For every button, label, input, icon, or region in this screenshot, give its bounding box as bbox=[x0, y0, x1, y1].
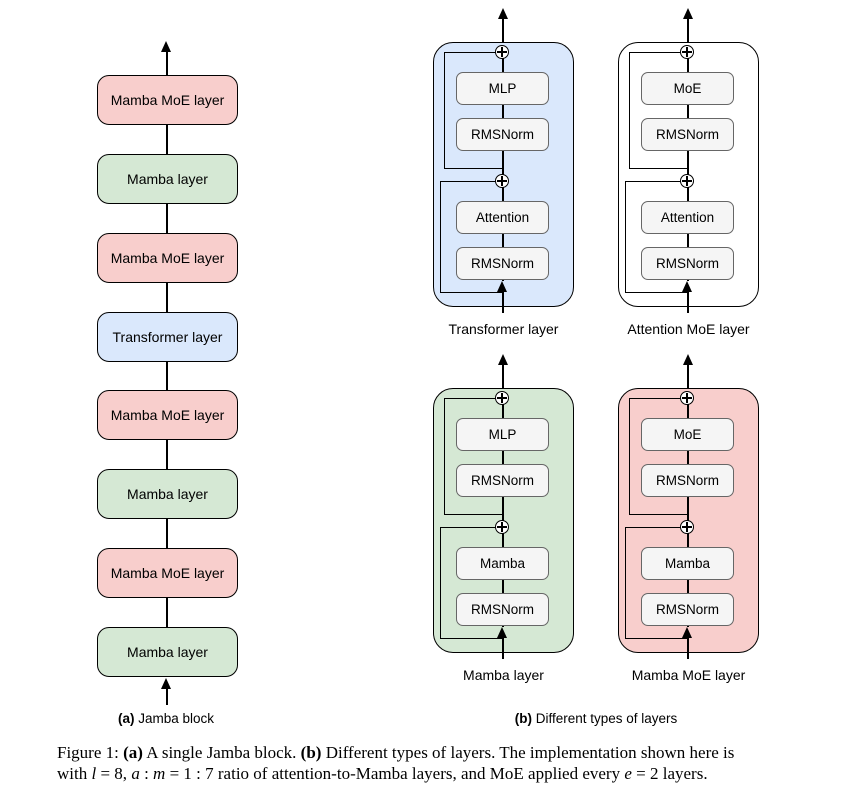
input-arrow-icon bbox=[497, 627, 507, 638]
layer-container: MLP RMSNorm Attention RMSNorm bbox=[433, 42, 574, 313]
residual-skip-line bbox=[625, 527, 688, 639]
circle-plus-icon bbox=[680, 45, 694, 59]
rmsnorm-block: RMSNorm bbox=[641, 593, 734, 626]
diagram-label: Mamba layer bbox=[463, 667, 544, 683]
residual-skip-line bbox=[629, 398, 688, 515]
flow-line bbox=[502, 57, 504, 281]
stack-layer-box: Mamba MoE layer bbox=[97, 233, 238, 283]
input-flow-line bbox=[166, 688, 168, 705]
circle-plus-icon bbox=[680, 174, 694, 188]
input-arrow-icon bbox=[161, 678, 171, 689]
output-flow-line bbox=[502, 363, 504, 394]
ffn-block: MoE bbox=[641, 72, 734, 105]
input-arrow-icon bbox=[682, 281, 692, 292]
layer-container: MLP RMSNorm Mamba RMSNorm bbox=[433, 388, 574, 659]
layer-diagram-mamba: MLP RMSNorm Mamba RMSNorm Mamba layer bbox=[433, 354, 574, 687]
output-flow-line bbox=[687, 17, 689, 48]
mixer-block: Attention bbox=[641, 201, 734, 234]
input-flow-line bbox=[687, 633, 689, 659]
diagram-label: Transformer layer bbox=[448, 321, 559, 337]
input-flow-line bbox=[687, 287, 689, 313]
rmsnorm-block: RMSNorm bbox=[456, 118, 549, 151]
stack-layer-box: Mamba MoE layer bbox=[97, 390, 238, 440]
input-arrow-icon bbox=[497, 281, 507, 292]
layer-diagram-transformer: MLP RMSNorm Attention RMSNorm Transforme… bbox=[433, 8, 574, 341]
output-flow-line bbox=[502, 17, 504, 48]
circle-plus-icon bbox=[495, 174, 509, 188]
rmsnorm-block: RMSNorm bbox=[456, 593, 549, 626]
layer-diagram-attention-moe: MoE RMSNorm Attention RMSNorm Attention … bbox=[618, 8, 759, 341]
stack-layer-box: Mamba MoE layer bbox=[97, 75, 238, 125]
stack-layer-box: Mamba layer bbox=[97, 154, 238, 204]
input-arrow-icon bbox=[682, 627, 692, 638]
output-flow-line bbox=[687, 363, 689, 394]
output-arrow-icon bbox=[498, 354, 508, 365]
flow-line bbox=[502, 403, 504, 627]
figure-caption-line: Figure 1: (a) A single Jamba block. (b) … bbox=[57, 743, 735, 762]
circle-plus-icon bbox=[495, 45, 509, 59]
circle-plus-icon bbox=[495, 520, 509, 534]
output-arrow-icon bbox=[683, 8, 693, 19]
panel-b-caption: (b) Different types of layers bbox=[514, 711, 678, 726]
ffn-block: MoE bbox=[641, 418, 734, 451]
circle-plus-icon bbox=[680, 520, 694, 534]
stack-layer-box: Mamba layer bbox=[97, 627, 238, 677]
mixer-block: Attention bbox=[456, 201, 549, 234]
mixer-block: Mamba bbox=[641, 547, 734, 580]
flow-line bbox=[687, 57, 689, 281]
rmsnorm-block: RMSNorm bbox=[641, 247, 734, 280]
panel-a-caption: (a) Jamba block bbox=[117, 711, 215, 726]
mixer-block: Mamba bbox=[456, 547, 549, 580]
output-arrow-icon bbox=[498, 8, 508, 19]
residual-skip-line bbox=[625, 181, 688, 293]
output-arrow-icon bbox=[683, 354, 693, 365]
figure-caption-line: with l = 8, a : m = 1 : 7 ratio of atten… bbox=[57, 763, 708, 783]
layer-container: MoE RMSNorm Mamba RMSNorm bbox=[618, 388, 759, 659]
stack-layer-box: Mamba layer bbox=[97, 469, 238, 519]
rmsnorm-block: RMSNorm bbox=[641, 464, 734, 497]
residual-skip-line bbox=[629, 52, 688, 169]
residual-skip-line bbox=[440, 181, 503, 293]
stack-layer-box: Mamba MoE layer bbox=[97, 548, 238, 598]
figure-caption: Figure 1: (a) A single Jamba block. (b) … bbox=[57, 743, 825, 784]
flow-line bbox=[687, 403, 689, 627]
layer-diagram-mamba-moe: MoE RMSNorm Mamba RMSNorm Mamba MoE laye… bbox=[618, 354, 759, 687]
ffn-block: MLP bbox=[456, 418, 549, 451]
flow-line bbox=[166, 49, 168, 677]
input-flow-line bbox=[502, 287, 504, 313]
residual-skip-line bbox=[444, 398, 503, 515]
output-arrow-icon bbox=[161, 41, 171, 52]
circle-plus-icon bbox=[495, 391, 509, 405]
rmsnorm-block: RMSNorm bbox=[456, 247, 549, 280]
rmsnorm-block: RMSNorm bbox=[456, 464, 549, 497]
input-flow-line bbox=[502, 633, 504, 659]
circle-plus-icon bbox=[680, 391, 694, 405]
layer-container: MoE RMSNorm Attention RMSNorm bbox=[618, 42, 759, 313]
diagram-label: Mamba MoE layer bbox=[631, 667, 746, 683]
ffn-block: MLP bbox=[456, 72, 549, 105]
rmsnorm-block: RMSNorm bbox=[641, 118, 734, 151]
stack-layer-box: Transformer layer bbox=[97, 312, 238, 362]
residual-skip-line bbox=[440, 527, 503, 639]
diagram-label: Attention MoE layer bbox=[627, 321, 750, 337]
residual-skip-line bbox=[444, 52, 503, 169]
